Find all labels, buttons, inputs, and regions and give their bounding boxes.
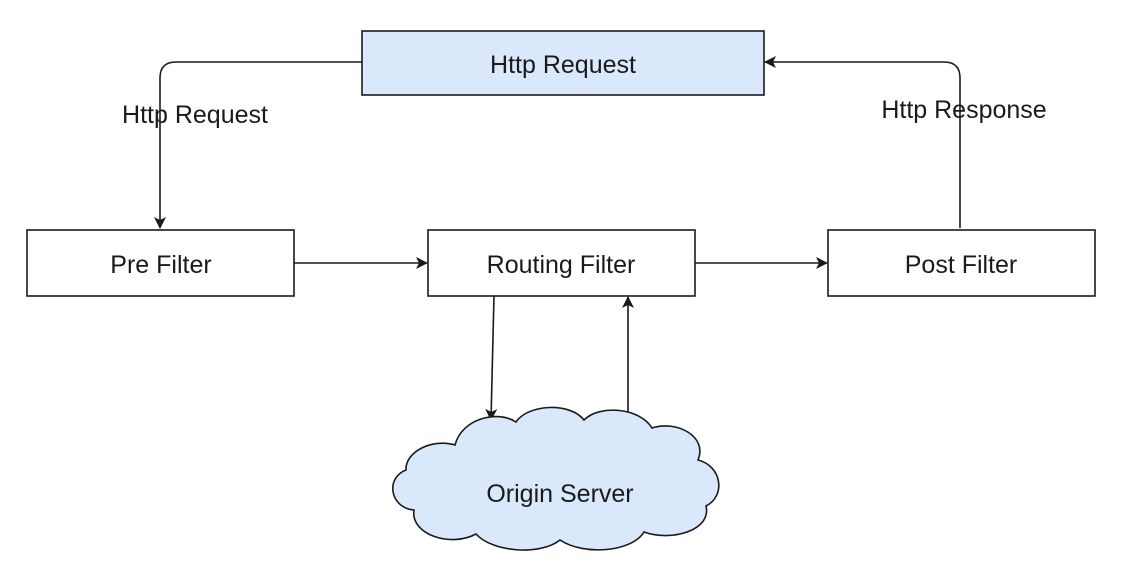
node-http-request-label: Http Request	[490, 51, 636, 79]
edge-post-to-request	[764, 56, 961, 228]
node-routing-filter-label: Routing Filter	[487, 251, 636, 279]
edge-request-to-pre	[154, 61, 362, 229]
node-origin-server-label: Origin Server	[486, 480, 633, 508]
node-routing-filter: Routing Filter	[427, 229, 696, 297]
edge-label-http-response: Http Response	[881, 96, 1046, 124]
node-post-filter: Post Filter	[827, 229, 1096, 297]
node-pre-filter: Pre Filter	[26, 229, 295, 297]
node-pre-filter-label: Pre Filter	[110, 251, 211, 279]
node-http-request: Http Request	[361, 30, 765, 96]
node-post-filter-label: Post Filter	[905, 251, 1018, 279]
edge-label-http-request: Http Request	[122, 101, 268, 129]
cloud-shape	[391, 406, 720, 551]
edge-routing-to-origin	[485, 295, 498, 421]
node-origin-server: Origin Server	[391, 406, 720, 551]
